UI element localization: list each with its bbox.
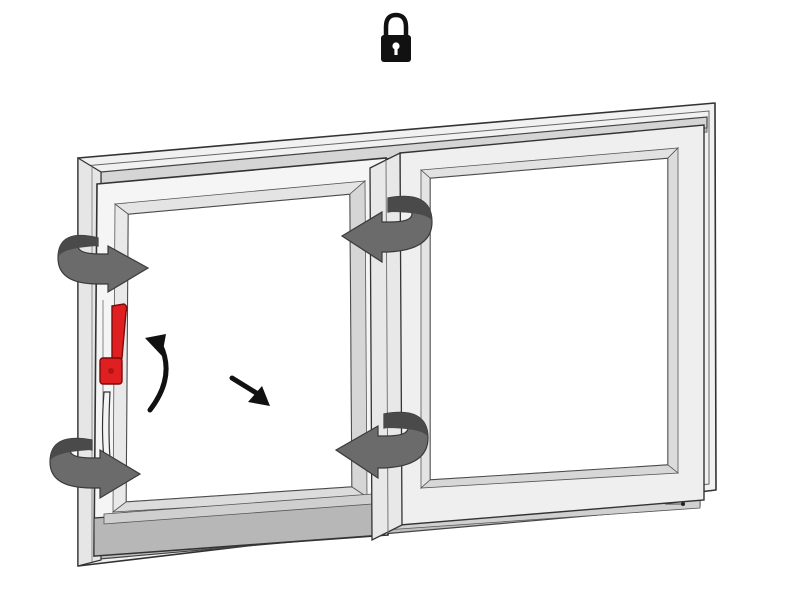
curved-arrow-left-icon xyxy=(334,411,429,480)
left-sliding-sash xyxy=(93,151,403,557)
padlock-locked-icon xyxy=(381,12,411,62)
tilt-direction-arrow-icon xyxy=(229,375,270,406)
curved-arrow-left-icon xyxy=(340,195,433,264)
curved-arrow-right-icon xyxy=(49,437,142,500)
window-handle-icon xyxy=(99,303,128,462)
right-fixed-sash xyxy=(399,124,705,526)
rotate-handle-arrow-icon xyxy=(145,334,169,413)
curved-arrow-right-icon xyxy=(57,234,150,294)
